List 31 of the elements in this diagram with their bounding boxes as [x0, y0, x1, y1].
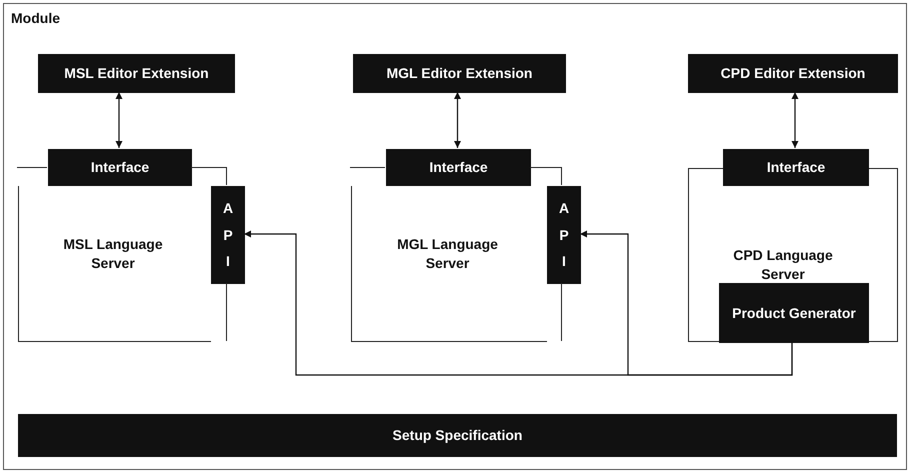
connector-arrow — [116, 92, 122, 148]
language-server-box — [351, 186, 547, 342]
component-box — [386, 149, 531, 186]
box-label: CPD Editor Extension — [720, 64, 866, 83]
connector-arrow — [580, 230, 793, 376]
frame-title: Module — [11, 9, 60, 28]
box-label: Setup Specification — [392, 426, 522, 445]
component-box — [18, 414, 897, 457]
box-label: Interface — [766, 158, 826, 177]
language-server-box — [18, 186, 211, 342]
api-box — [547, 186, 581, 284]
box-label: MSL Language Server — [62, 234, 164, 272]
box-label: Interface — [429, 158, 488, 177]
component-box — [719, 283, 869, 343]
connector-arrow — [792, 92, 798, 148]
component-box — [723, 149, 869, 186]
box-label: API — [558, 199, 570, 272]
component-box — [353, 54, 566, 93]
component-box — [48, 149, 192, 186]
box-label: Product Generator — [732, 304, 856, 322]
connector-arrow — [454, 92, 461, 148]
module-frame — [3, 3, 907, 470]
api-box — [211, 186, 245, 284]
box-label: MGL Language Server — [396, 234, 499, 272]
component-box — [688, 54, 898, 93]
box-label: CPD Language Server — [732, 246, 834, 284]
component-box — [38, 54, 235, 93]
box-label: Interface — [90, 158, 150, 177]
box-label: MGL Editor Extension — [386, 64, 532, 83]
box-label: MSL Editor Extension — [64, 64, 209, 83]
box-label: API — [222, 199, 234, 272]
